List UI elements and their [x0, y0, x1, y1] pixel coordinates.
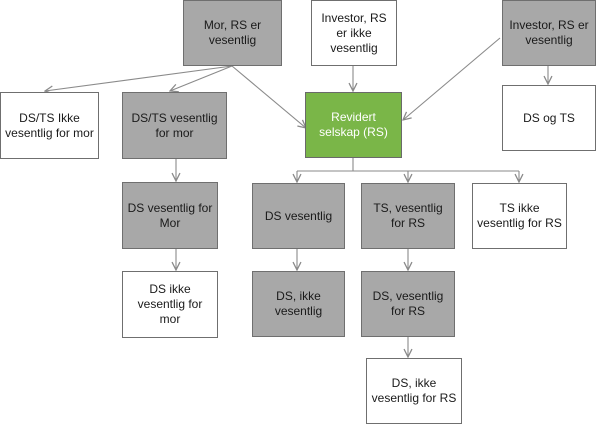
node-investor-rs-vesentlig: Investor, RS er vesentlig: [502, 0, 596, 66]
node-ds-ts-vesentlig-mor: DS/TS vesentlig for mor: [122, 92, 227, 159]
node-label: DS, ikke vesentlig for RS: [371, 376, 457, 405]
node-label: Mor, RS er vesentlig: [203, 18, 262, 47]
node-label: DS/TS Ikke vesentlig for mor: [5, 110, 94, 140]
node-ds-vesentlig-rs: DS, vesentlig for RS: [361, 271, 455, 337]
node-label: DS og TS: [523, 110, 575, 125]
node-label: DS, ikke vesentlig: [274, 289, 323, 318]
node-ds-ikke-vesentlig-rs: DS, ikke vesentlig for RS: [366, 358, 462, 424]
node-ds-og-ts: DS og TS: [502, 85, 596, 151]
node-label: TS, vesentlig for RS: [373, 201, 443, 230]
node-ds-vesentlig-mor: DS vesentlig for Mor: [122, 182, 218, 249]
node-ts-vesentlig-rs: TS, vesentlig for RS: [361, 183, 455, 249]
node-ts-ikke-vesentlig-rs: TS ikke vesentlig for RS: [472, 183, 567, 249]
node-label: Revidert selskap (RS): [319, 110, 388, 139]
node-ds-ikke-vesentlig: DS, ikke vesentlig: [252, 271, 345, 337]
node-label: DS/TS vesentlig for mor: [131, 110, 218, 140]
arrow-mor-to-ds-ts-ikke: [45, 65, 233, 91]
node-label: DS vesentlig: [264, 208, 333, 223]
node-label: TS ikke vesentlig for RS: [477, 201, 562, 230]
node-ds-ts-ikke-vesentlig-mor: DS/TS Ikke vesentlig for mor: [0, 92, 99, 159]
node-ds-ikke-vesentlig-mor: DS ikke vesentlig for mor: [122, 271, 218, 338]
arrow-mor-to-rs: [231, 65, 306, 128]
node-revidert-selskap: Revidert selskap (RS): [305, 92, 402, 158]
node-investor-rs-ikke-vesentlig: Investor, RS er ikke vesentlig: [311, 0, 397, 66]
arrow-mor-to-ds-ts-vesentlig: [170, 65, 233, 91]
node-label: Investor, RS er ikke vesentlig: [321, 10, 387, 55]
arrow-investor-vesentlig-to-rs: [403, 37, 501, 120]
node-label: DS vesentlig for Mor: [127, 200, 213, 230]
rs-fanout-line: [297, 158, 519, 172]
node-label: Investor, RS er vesentlig: [509, 18, 589, 47]
node-ds-vesentlig: DS vesentlig: [252, 183, 345, 249]
node-label: DS ikke vesentlig for mor: [137, 282, 203, 326]
node-label: DS, vesentlig for RS: [372, 289, 444, 318]
node-mor-rs-vesentlig: Mor, RS er vesentlig: [183, 0, 282, 66]
